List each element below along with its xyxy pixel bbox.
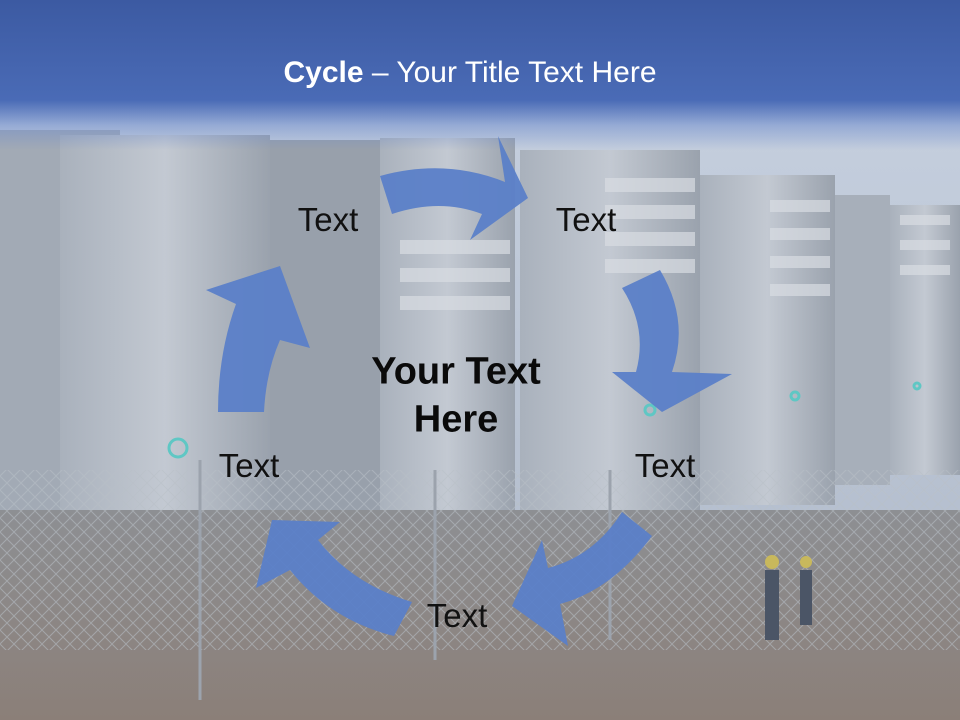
step-label-1: Text [297,201,359,238]
step-label-4: Text [426,597,488,634]
step-label-5: Text [218,447,280,484]
title-bold-part: Cycle [283,56,364,89]
step-label-2: Text [555,201,617,238]
cycle-arrow-3 [512,512,652,646]
title-rest-part: – Your Title Text Here [363,56,657,89]
step-label-3: Text [634,447,696,484]
cycle-arrow-5 [206,266,310,412]
cycle-arrow-1 [380,136,528,240]
cycle-arrow-2 [612,270,732,412]
center-text: Your Text Here [371,350,541,441]
slide-title: Cycle – Your Title Text Here [0,56,940,90]
title-bar [0,0,960,150]
cycle-arrow-4 [256,520,412,636]
